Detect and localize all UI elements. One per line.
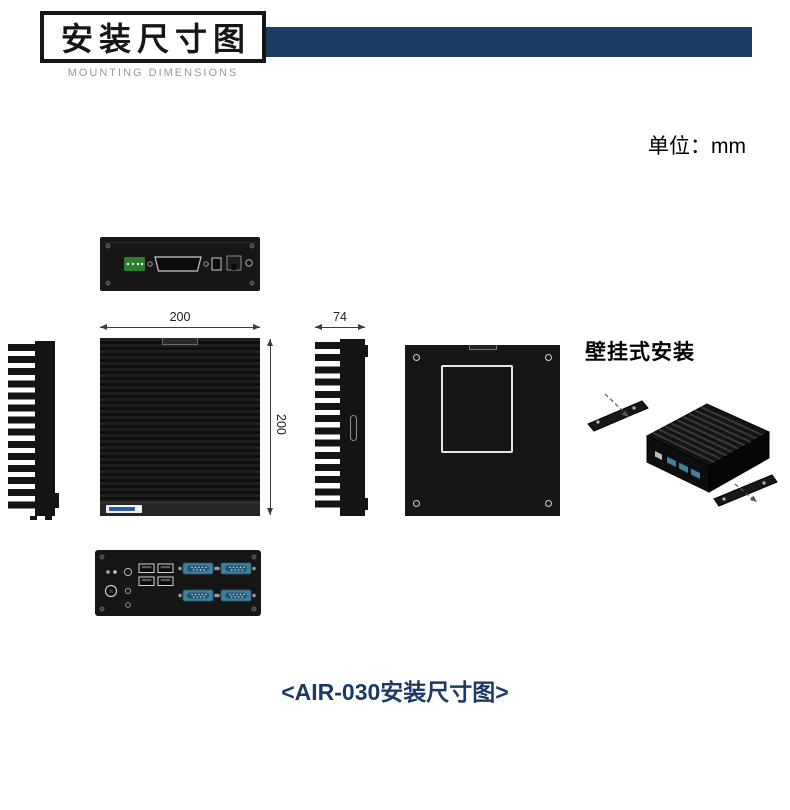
figure-caption: <AIR-030安装尺寸图> [281, 679, 509, 705]
bracket-tab [54, 493, 59, 508]
display-port [211, 257, 222, 271]
wall-mount-heading: 壁挂式安装 [585, 341, 695, 364]
chassis-body [35, 341, 55, 516]
device-isometric [645, 403, 771, 493]
screw-hole [545, 354, 552, 361]
screw-hole [413, 500, 420, 507]
serial-port [177, 562, 219, 575]
usb-port [138, 563, 155, 573]
assembly-arrow-right [734, 483, 757, 502]
front-panel-view [95, 550, 261, 616]
power-button [123, 567, 133, 577]
screw-hole [413, 354, 420, 361]
dimension-label-width: 200 [169, 310, 191, 324]
serial-port [215, 562, 257, 575]
usb-port [138, 576, 155, 586]
dimension-label-depth: 74 [333, 310, 347, 324]
db25-connector [147, 256, 209, 272]
dimension-line-depth [315, 324, 365, 330]
page-title: 安装尺寸图 [60, 21, 251, 57]
wall-mount-drawing [587, 393, 778, 507]
iso-serial-port [679, 462, 688, 473]
dimension-label-height: 200 [274, 414, 288, 435]
front-panel-drawing [99, 554, 257, 612]
left-side-view [8, 341, 59, 520]
heatsink-fins [315, 342, 341, 513]
bracket-tab [364, 498, 368, 510]
foot [45, 516, 52, 520]
brand-logo [106, 505, 142, 513]
heatsink-fins [8, 344, 36, 513]
bracket-tab [364, 345, 368, 357]
antenna-hole [125, 602, 131, 608]
screw-hole [545, 500, 552, 507]
antenna-hole [245, 259, 253, 267]
page-subtitle: MOUNTING DIMENSIONS [67, 67, 239, 79]
mounting-bracket-left [587, 400, 649, 432]
serial-port [215, 589, 257, 602]
front-view [100, 338, 260, 516]
reset-button [124, 587, 132, 595]
rear-panel-view [100, 237, 260, 291]
iso-usb-port [655, 451, 662, 460]
lan-port [226, 255, 242, 271]
dimension-line-height [267, 339, 273, 515]
usb-port [157, 563, 174, 573]
rear-panel-drawing [100, 237, 260, 291]
vent-slot [350, 414, 357, 441]
serial-port [177, 589, 219, 602]
page-title-box: 安装尺寸图 [40, 11, 266, 63]
usb-port [157, 576, 174, 586]
right-side-view [315, 339, 368, 516]
iso-serial-port [667, 456, 676, 467]
foot [30, 516, 37, 520]
mounting-cutout [441, 365, 513, 453]
iso-serial-port [691, 468, 700, 479]
terminal-block-connector [124, 257, 145, 271]
carry-handle [162, 338, 198, 345]
power-jack [104, 584, 118, 598]
power-led [106, 570, 110, 574]
back-panel-view [405, 345, 560, 516]
chassis-body [340, 339, 365, 516]
dimension-line-width [100, 324, 260, 330]
hdd-led [113, 570, 117, 574]
front-bezel-strip [100, 502, 260, 516]
handle-mark [468, 345, 497, 350]
mounting-bracket-right [713, 474, 778, 507]
unit-label: 单位：mm [648, 135, 746, 158]
assembly-arrow-left [604, 393, 629, 417]
